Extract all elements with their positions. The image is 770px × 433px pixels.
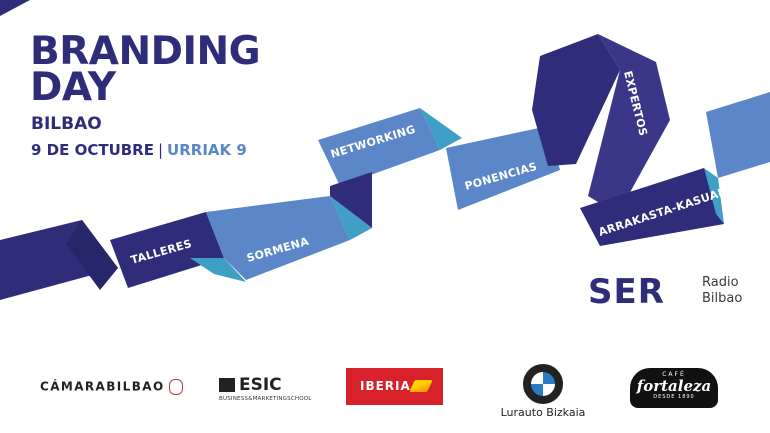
title-line-2: DAY (30, 65, 116, 110)
ribbon-fold (330, 196, 372, 240)
esic-logo: ESIC BUSINESS&MARKETINGSCHOOL (219, 374, 312, 402)
event-title: BRANDING DAY (30, 29, 261, 110)
fortaleza-cafe: CAFÉ (662, 371, 686, 378)
esic-emblem-icon (219, 377, 235, 392)
date-spanish: 9 DE OCTUBRE (31, 141, 154, 159)
ribbon-segment (580, 168, 724, 246)
radio-name-line-1: Radio (702, 275, 739, 290)
ser-wordmark: SER (588, 272, 665, 312)
bmw-logo: Lurauto Bizkaia (500, 364, 586, 419)
sponsor-logos: CÁMARABILBAO ESIC BUSINESS&MARKETINGSCHO… (0, 360, 770, 420)
fortaleza-since: DESDE 1890 (653, 394, 695, 400)
ribbon-fold (704, 168, 724, 224)
ribbon-segment (532, 34, 620, 166)
bmw-quarters (531, 372, 555, 396)
iberia-emblem-icon (409, 380, 433, 392)
event-date: 9 DE OCTUBRE|URRIAK 9 (31, 141, 247, 159)
radio-station-name: Radio Bilbao (702, 275, 742, 307)
iberia-logo: IBERIA (346, 368, 443, 405)
iberia-text: IBERIA (360, 379, 411, 393)
ribbon-segment (318, 108, 440, 186)
radio-name-line-2: Bilbao (702, 291, 743, 306)
ribbon-segment (706, 92, 770, 178)
ribbon-segment (446, 126, 560, 210)
ribbon-fold (190, 258, 246, 282)
ribbon-segment (110, 212, 224, 288)
ribbon-fold (66, 220, 118, 290)
esic-text: ESIC (239, 374, 282, 395)
ribbon-segment (206, 196, 350, 280)
fortaleza-name: fortaleza (636, 377, 712, 395)
bmw-roundel-icon (523, 364, 563, 404)
date-basque: URRIAK 9 (167, 141, 247, 159)
radio-logo: SER Radio Bilbao (588, 272, 758, 312)
corner-decoration (0, 0, 30, 16)
bmw-dealer-name: Lurauto Bizkaia (500, 406, 586, 419)
ribbon-fold (420, 108, 462, 150)
camara-bilbao-text: CÁMARABILBAO (40, 379, 165, 394)
esic-subtitle: BUSINESS&MARKETINGSCHOOL (219, 395, 312, 402)
ribbon-segment (330, 172, 372, 228)
title-line-1: BRANDING (30, 29, 261, 74)
fortaleza-logo: CAFÉ fortaleza DESDE 1890 (630, 368, 718, 408)
camara-bilbao-logo: CÁMARABILBAO (40, 379, 183, 395)
camara-emblem-icon (168, 379, 183, 395)
event-city: BILBAO (31, 114, 102, 134)
ribbon-segment (588, 34, 670, 214)
date-separator: | (157, 141, 164, 159)
